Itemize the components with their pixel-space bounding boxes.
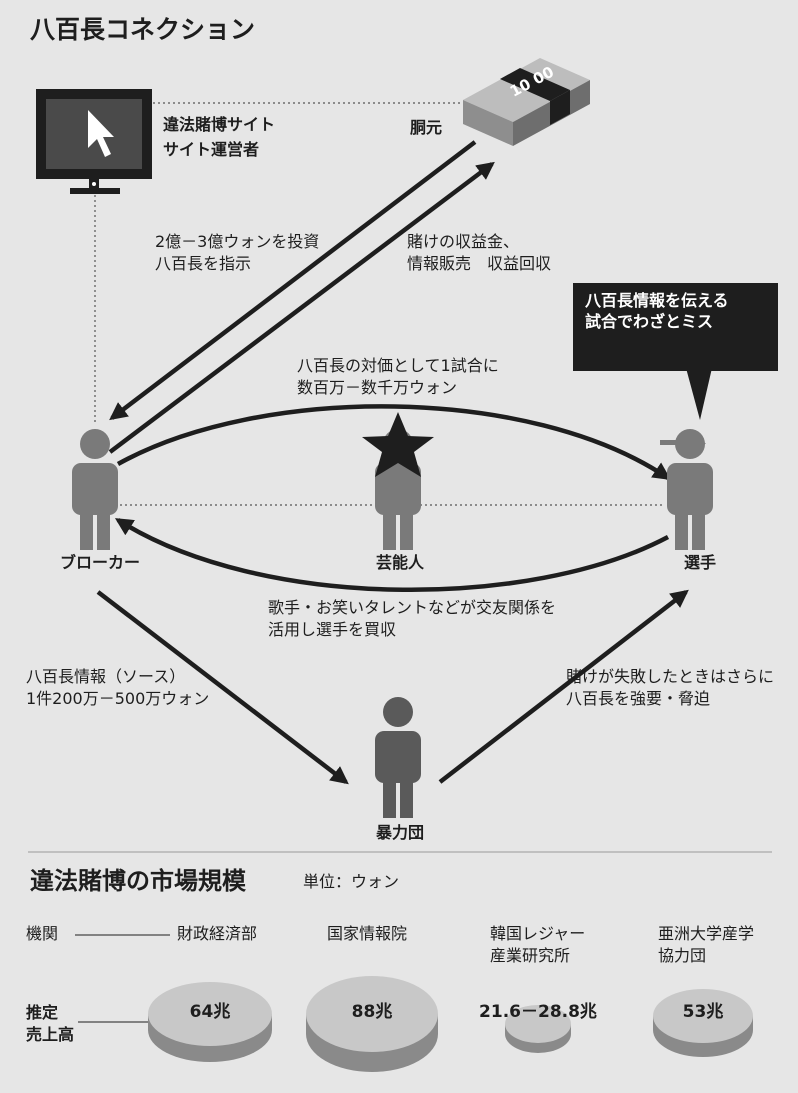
revenue-arrow [108, 161, 495, 454]
broker-label: ブローカー [60, 553, 141, 572]
page-title: 八百長コネクション [30, 15, 256, 44]
invest-label-2: 八百長を指示 [155, 254, 252, 273]
market-unit: 単位：ウォン [303, 872, 400, 891]
disc-ajou [653, 989, 753, 1057]
player-callout: 八百長情報を伝える 試合でわざとミス [573, 283, 778, 371]
broker-figure [72, 429, 118, 550]
star-icon [362, 412, 434, 477]
pay-arrow [116, 404, 671, 481]
arrows [96, 140, 689, 785]
pay-label-2: 数百万－数千万ウォン [297, 378, 458, 397]
info-arrow [96, 590, 349, 785]
money-bundle-icon: 10 00 [463, 58, 590, 146]
row-label-est-1: 推定 [26, 1003, 59, 1022]
monitor-icon [36, 89, 152, 194]
info-label-2: 1件200万－500万ウォン [26, 689, 210, 708]
pay-label-1: 八百長の対価として1試合に [297, 356, 499, 375]
value-mof: 64兆 [189, 1002, 231, 1022]
market-discs [148, 976, 753, 1072]
value-leisure: 21.6－28.8兆 [479, 1002, 597, 1022]
row-label-est-2: 売上高 [26, 1025, 75, 1044]
dotted-relations [94, 102, 665, 506]
invest-label-1: 2億－3億ウォンを投資 [155, 232, 320, 251]
player-figure [660, 429, 713, 550]
org-name-mof: 財政経済部 [177, 924, 258, 943]
org-name-nis: 国家情報院 [327, 924, 408, 943]
site-label-2: サイト運営者 [163, 140, 260, 159]
threat-label-2: 八百長を強要・脅迫 [566, 689, 711, 708]
invest-arrow [109, 140, 477, 421]
celebrity-label: 芸能人 [376, 553, 425, 572]
disc-leisure [505, 1005, 571, 1053]
callout-pointer [686, 368, 712, 420]
revenue-label-1: 賭けの収益金、 [407, 232, 520, 251]
org-name-ajou-2: 協力団 [658, 946, 707, 965]
celebrity-figure [362, 412, 434, 550]
value-ajou: 53兆 [682, 1002, 724, 1022]
org-name-ajou-1: 亜洲大学産学 [658, 924, 755, 943]
info-label-1: 八百長情報（ソース） [26, 667, 186, 686]
bribe-label-1: 歌手・お笑いタレントなどが交友関係を [268, 598, 557, 617]
bribe-arrow [114, 518, 670, 593]
gang-label: 暴力団 [376, 823, 425, 842]
threat-arrow [438, 589, 689, 784]
threat-label-1: 賭けが失敗したときはさらに [566, 667, 775, 686]
gang-figure [375, 697, 421, 818]
value-nis: 88兆 [351, 1002, 393, 1022]
revenue-label-2: 情報販売 収益回収 [407, 254, 552, 273]
market-title: 違法賭博の市場規模 [30, 867, 246, 895]
org-name-leisure-2: 産業研究所 [490, 946, 571, 965]
callout-line-2: 試合でわざとミス [585, 311, 714, 331]
disc-mof [148, 982, 272, 1062]
row-label-org: 機関 [26, 924, 59, 943]
player-label: 選手 [684, 553, 717, 572]
org-name-leisure-1: 韓国レジャー [490, 924, 586, 943]
bribe-label-2: 活用し選手を買収 [268, 620, 397, 639]
site-label-1: 違法賭博サイト [163, 115, 276, 134]
bookmaker-label: 胴元 [410, 118, 443, 137]
disc-nis [306, 976, 438, 1072]
callout-line-1: 八百長情報を伝える [585, 291, 729, 310]
